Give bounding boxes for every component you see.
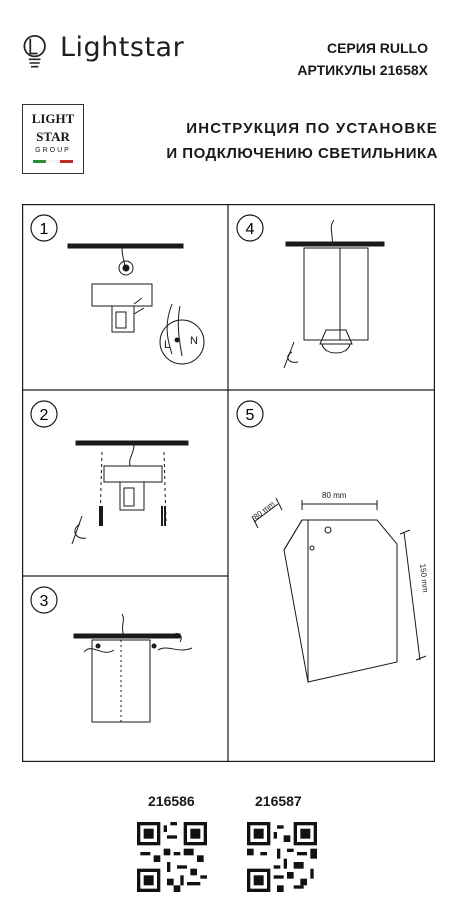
lightstar-logo-icon (23, 34, 46, 68)
step-3-number: 3 (40, 593, 49, 610)
step-5-number: 5 (246, 407, 255, 424)
lightstar-group-logo: LIGHT STAR GROUP (22, 104, 84, 174)
step-4-number: 4 (246, 221, 255, 238)
step-5-illustration: 80 mm 80 mm 150 mm (251, 491, 430, 683)
wire-label-n: N (190, 335, 198, 347)
brand-name: Lightstar (60, 32, 185, 63)
article-code-2: 216587 (255, 793, 302, 809)
step-2-badge: 2 (30, 400, 58, 428)
group-logo-line1: LIGHT (31, 111, 75, 126)
step-1-illustration: L N (67, 243, 205, 365)
wire-label-l: L (164, 339, 170, 351)
step-4-badge: 4 (236, 214, 264, 242)
articles-label: АРТИКУЛЫ 21658X (297, 62, 428, 78)
step-3-illustration (73, 613, 193, 723)
step-1-badge: 1 (30, 214, 58, 242)
article-code-1: 216586 (148, 793, 195, 809)
qr-code-1-icon[interactable] (137, 822, 207, 892)
dimension-height: 150 mm (418, 563, 430, 593)
step-5-badge: 5 (236, 400, 264, 428)
group-logo-line3: GROUP (35, 147, 71, 154)
instruction-title-line2: И ПОДКЛЮЧЕНИЮ СВЕТИЛЬНИКА (166, 145, 438, 162)
step-2-number: 2 (40, 407, 49, 424)
instruction-title-line1: ИНСТРУКЦИЯ ПО УСТАНОВКЕ (186, 120, 438, 137)
step-4-illustration (283, 219, 385, 369)
group-logo-line2: STAR (36, 129, 70, 144)
step-1-number: 1 (40, 221, 49, 238)
step-2-illustration (71, 440, 189, 545)
installation-steps-grid: 1 2 3 4 5 L N (22, 204, 435, 762)
series-label: СЕРИЯ RULLO (326, 40, 428, 56)
dimension-width: 80 mm (322, 491, 347, 500)
step-3-badge: 3 (30, 586, 58, 614)
qr-code-2-icon[interactable] (247, 822, 317, 892)
italian-flag-icon (33, 160, 73, 163)
dimension-depth: 80 mm (252, 499, 277, 521)
